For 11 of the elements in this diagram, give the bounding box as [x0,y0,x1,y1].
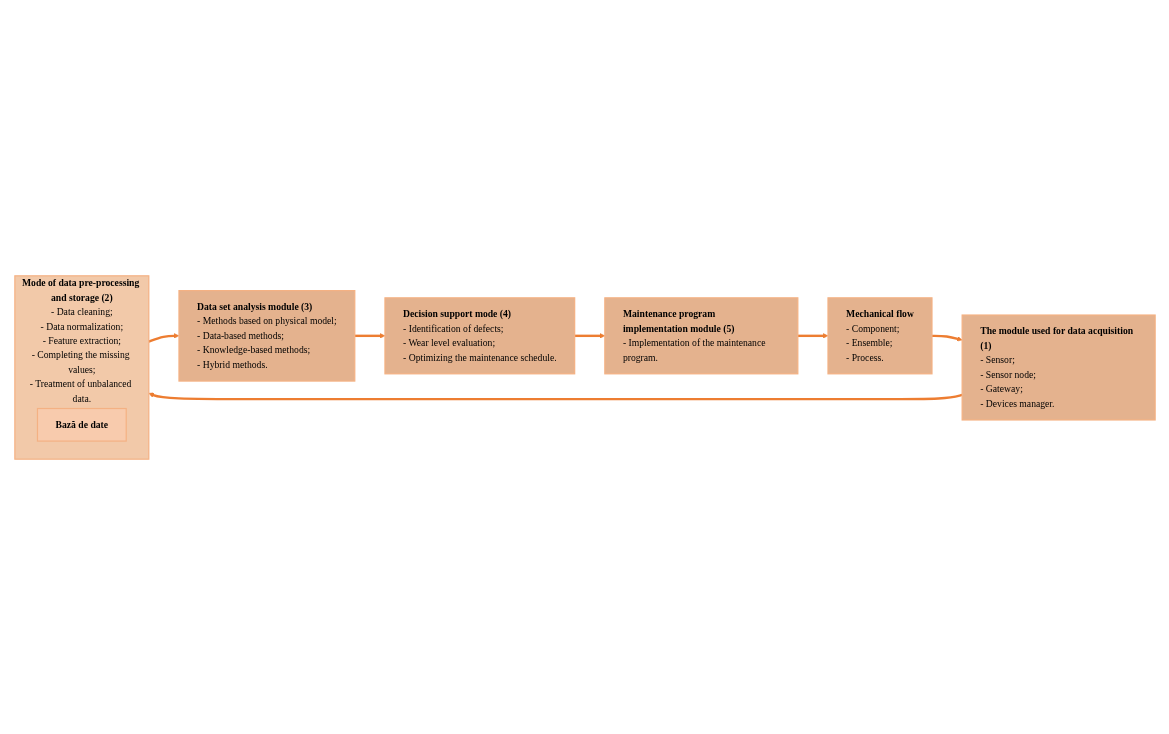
node-box: Data set analysis module (3) - Methods based on physical model; - Data-based methods; - Knowledge-based methods; - Hybrid methods. [177,289,355,382]
arrow [931,334,962,341]
node-box: The module used for data acquisition (1) - Sensor; - Sensor node; - Gateway; - Devices manager. [961,313,1156,421]
node-box: Bază de date [36,407,127,442]
arrow [797,332,828,338]
node-box: Decision support mode (4) - Identification of defects; - Wear level evaluation; - Optimizing the maintenance schedule. [383,296,575,374]
node-box: Maintenance program implementation module (5) - Implementation of the maintenance program. [603,296,798,374]
node-box: Mechanical flow - Component; - Ensemble; - Process. [826,296,933,374]
arrow [354,332,385,338]
arrow [574,332,605,338]
arrow [148,392,962,400]
